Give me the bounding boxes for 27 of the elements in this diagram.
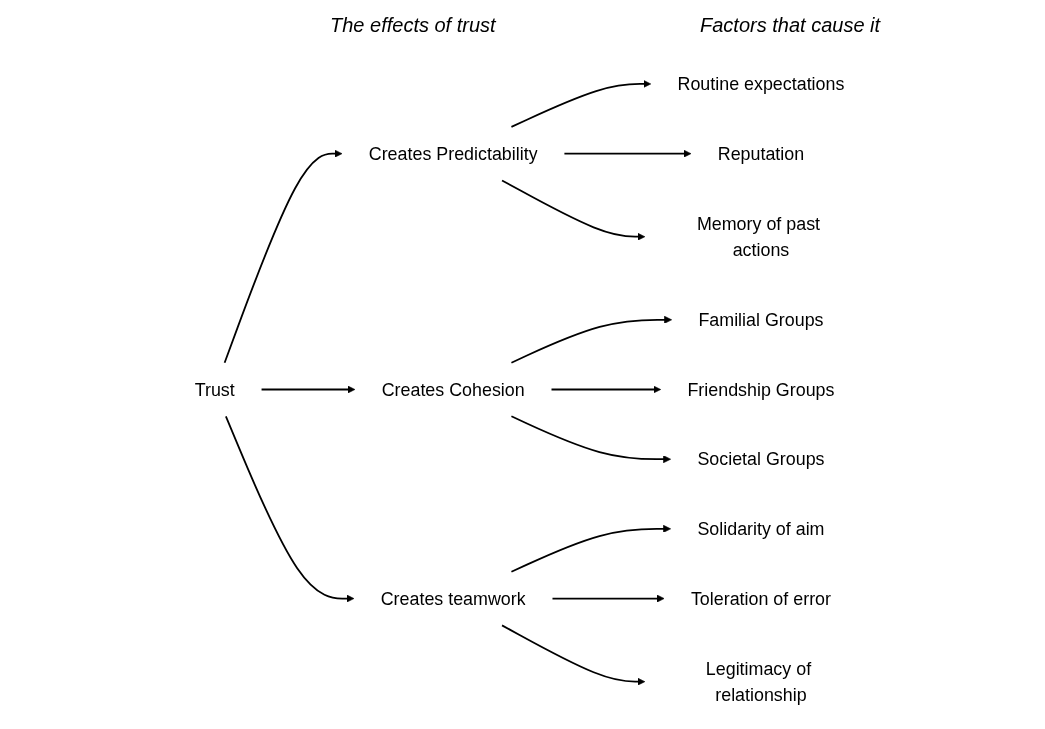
node-text: Routine expectations (677, 74, 845, 94)
arrow (551, 594, 665, 603)
node-text: Toleration of error (690, 588, 831, 609)
arrow (223, 149, 343, 364)
arrow (510, 524, 671, 573)
arrow (510, 80, 652, 128)
node-text: Familial Groups (698, 309, 824, 330)
node-text: Societal Groups (697, 449, 825, 470)
node-text: Creates Predictability (368, 143, 538, 164)
node-text: Friendship Groups (687, 379, 835, 400)
column-heading: The effects of trust (330, 14, 496, 37)
node-text: Legitimacy of relationship (705, 658, 812, 705)
arrow (550, 385, 661, 394)
node-text: Memory of past actions (696, 213, 821, 260)
arrow (563, 149, 692, 158)
node-text: Reputation (717, 143, 805, 164)
arrow (510, 415, 671, 464)
arrow (225, 415, 355, 603)
arrow (501, 624, 646, 686)
node-text: Creates Cohesion (381, 379, 525, 400)
node-text: Solidarity of aim (697, 519, 825, 539)
arrow (501, 179, 646, 241)
column-heading: Factors that cause it (700, 14, 881, 37)
arrow (260, 385, 356, 394)
arrow (510, 315, 672, 364)
node-text: Creates teamwork (380, 588, 526, 609)
node-text: Trust (194, 379, 235, 400)
